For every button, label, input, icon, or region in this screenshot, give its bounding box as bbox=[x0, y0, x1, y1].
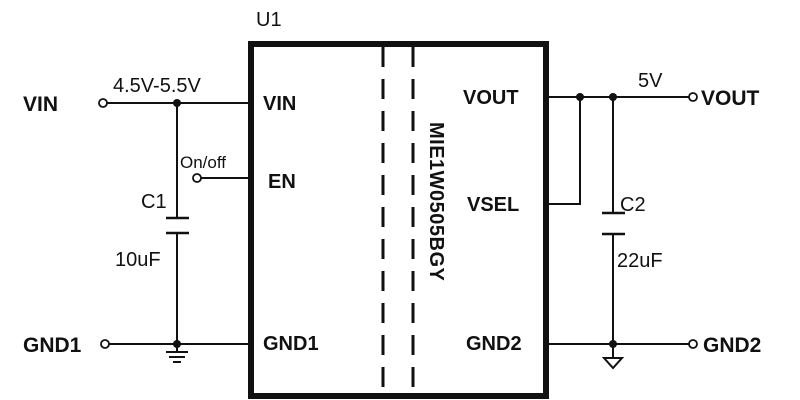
earth-ground-icon bbox=[166, 344, 188, 363]
pin-label-en: EN bbox=[268, 171, 296, 193]
enable-label: On/off bbox=[180, 153, 226, 172]
net-label-vin: VIN bbox=[23, 93, 58, 116]
gnd1-terminal[interactable] bbox=[100, 339, 110, 349]
c1-value-label: 10uF bbox=[115, 249, 161, 271]
ic-body bbox=[248, 41, 549, 399]
pin-label-gnd1: GND1 bbox=[263, 333, 319, 355]
vsel-wire bbox=[549, 97, 581, 205]
net-label-gnd2: GND2 bbox=[703, 334, 761, 357]
net-label-vout: VOUT bbox=[701, 87, 760, 110]
part-number-label: MIE1W0505BGY bbox=[425, 122, 447, 282]
c2-value-label: 22uF bbox=[617, 250, 663, 272]
input-voltage-label: 4.5V-5.5V bbox=[113, 75, 202, 97]
chassis-ground-icon bbox=[601, 344, 625, 370]
pin-label-vout: VOUT bbox=[463, 87, 519, 109]
en-terminal[interactable] bbox=[192, 173, 202, 183]
net-label-gnd1: GND1 bbox=[23, 334, 82, 357]
output-voltage-label: 5V bbox=[638, 70, 663, 92]
vin-terminal[interactable] bbox=[98, 98, 108, 108]
c2-ref-label: C2 bbox=[620, 194, 646, 216]
pin-label-gnd2: GND2 bbox=[466, 333, 522, 355]
c1-ref-label: C1 bbox=[141, 191, 167, 213]
designator-label: U1 bbox=[256, 9, 282, 31]
pin-label-vsel: VSEL bbox=[467, 194, 519, 216]
vout-terminal[interactable] bbox=[688, 92, 698, 102]
gnd2-terminal[interactable] bbox=[688, 339, 698, 349]
pin-label-vin: VIN bbox=[263, 93, 296, 115]
